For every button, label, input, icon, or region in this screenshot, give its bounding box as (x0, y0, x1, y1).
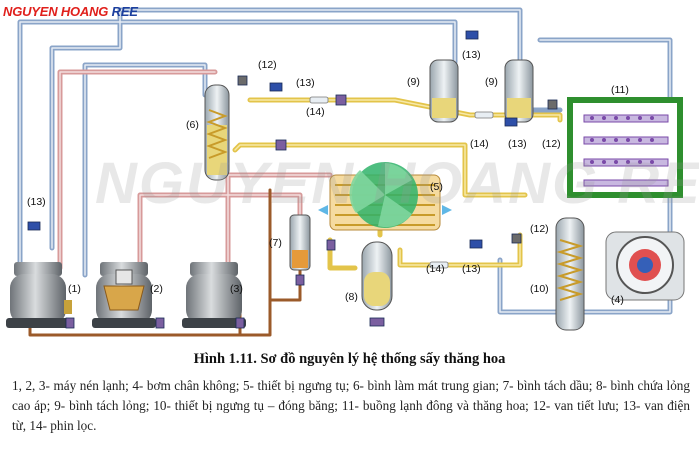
vacuum-pump (605, 231, 685, 301)
compressor-2 (92, 262, 156, 328)
figure-caption-legend: 1, 2, 3- máy nén lạnh; 4- bơm chân không… (12, 378, 690, 433)
check-valve-4 (369, 317, 385, 327)
label-12b: (12) (542, 138, 561, 150)
refrigeration-schematic: (1) (2) (3) (4) (5) (6) (7) (8) (9) (9) … (6, 7, 685, 337)
valves (27, 30, 558, 329)
label-14c: (14) (426, 263, 445, 275)
freeze-chamber (567, 97, 683, 198)
solenoid-valve-top-6 (269, 82, 283, 92)
label-13b: (13) (296, 77, 315, 89)
component-labels: (1) (2) (3) (4) (5) (6) (7) (8) (9) (9) … (27, 49, 629, 306)
label-7: (7) (269, 237, 282, 249)
compressor-3 (182, 262, 246, 328)
expansion-valve-6 (237, 75, 248, 86)
brand-logo: NGUYEN HOANG REE (3, 4, 138, 19)
check-valve-2 (275, 139, 287, 151)
check-valve-7 (155, 317, 165, 329)
label-9b: (9) (485, 76, 498, 88)
intermediate-cooler (204, 84, 230, 181)
label-9a: (9) (407, 76, 420, 88)
check-valve-8 (235, 317, 245, 329)
logo-part-2: REE (111, 4, 138, 19)
label-1: (1) (68, 283, 81, 295)
solenoid-valve-top-9 (465, 30, 479, 40)
solenoid-valve-left (27, 221, 41, 231)
figure-caption-title: Hình 1.11. Sơ đồ nguyên lý hệ thống sấy … (193, 351, 506, 367)
oil-line-2 (268, 268, 302, 302)
compressor-1 (6, 262, 72, 328)
check-valve-3 (326, 239, 336, 251)
oil-separator (289, 214, 311, 271)
label-13d: (13) (508, 138, 527, 150)
filter-2 (474, 111, 494, 119)
label-14a: (14) (306, 106, 325, 118)
check-valve-5 (295, 274, 305, 286)
label-3: (3) (230, 283, 243, 295)
condenser-freezer (555, 217, 585, 331)
liquid-separator-2 (504, 59, 534, 123)
watermark-text: NGUYEN HOANG REE (95, 151, 699, 216)
label-2: (2) (150, 283, 163, 295)
label-12c: (12) (530, 223, 549, 235)
label-13a: (13) (27, 196, 46, 208)
label-12a: (12) (258, 59, 277, 71)
check-valve-6 (65, 317, 75, 329)
label-8: (8) (345, 291, 358, 303)
filters (309, 96, 494, 269)
pipe-network (17, 7, 673, 337)
label-10: (10) (530, 283, 549, 295)
label-14b: (14) (470, 138, 489, 150)
expansion-valve-10 (511, 233, 522, 244)
oil-line (28, 188, 272, 337)
liquid-separator-1 (429, 59, 459, 123)
expansion-valve-11 (547, 99, 558, 110)
liquid-receiver (361, 241, 393, 311)
condenser (318, 162, 452, 231)
filter-3 (429, 261, 449, 269)
solenoid-valve-chamber (504, 117, 518, 127)
label-13c: (13) (462, 49, 481, 61)
solenoid-valve-bottom (469, 239, 483, 249)
filter-1 (309, 96, 329, 104)
label-13e: (13) (462, 263, 481, 275)
label-4: (4) (611, 294, 624, 306)
logo-part-1: NGUYEN HOANG (3, 4, 112, 19)
label-6: (6) (186, 119, 199, 131)
label-11: (11) (611, 84, 629, 96)
label-5: (5) (430, 181, 443, 193)
check-valve-1 (335, 94, 347, 106)
